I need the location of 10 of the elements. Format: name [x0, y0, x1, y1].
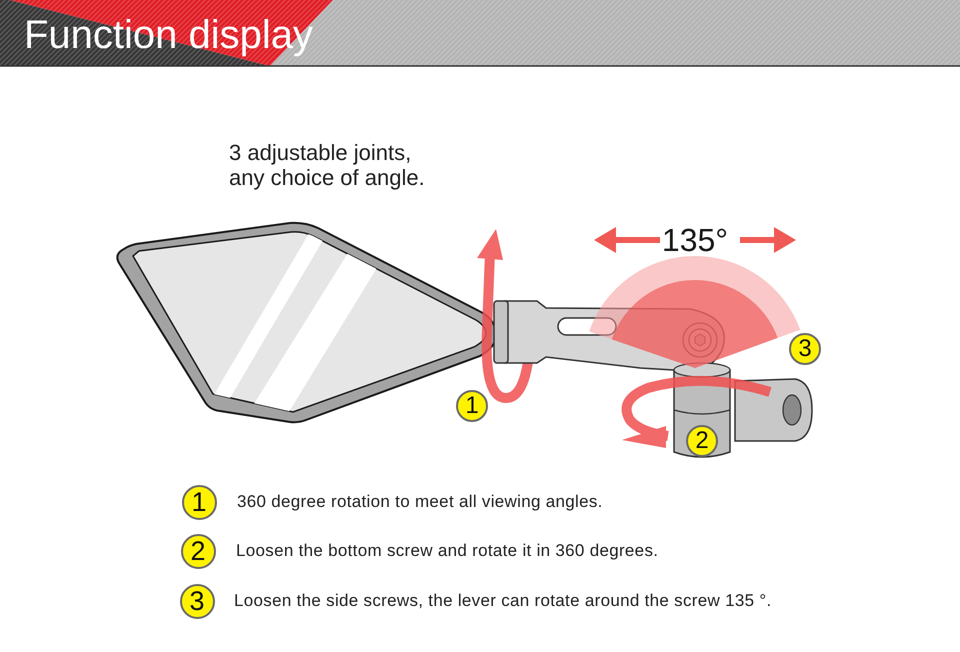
callout-number: 1	[182, 484, 216, 520]
callout-number: 1	[456, 390, 488, 422]
description-text: Loosen the bottom screw and rotate it in 360 degrees.	[236, 540, 658, 562]
feature-note: 3 adjustable joints, any choice of angle.	[229, 140, 426, 190]
callout-number: 3	[789, 333, 821, 365]
description-text: Loosen the side screws, the lever can rotate around the screw 135 °.	[234, 590, 772, 612]
callout-number: 3	[180, 584, 214, 618]
callout-number: 2	[180, 534, 216, 568]
angle-value: 135°	[662, 222, 728, 258]
description-text: 360 degree rotation to meet all viewing angles.	[237, 491, 603, 513]
